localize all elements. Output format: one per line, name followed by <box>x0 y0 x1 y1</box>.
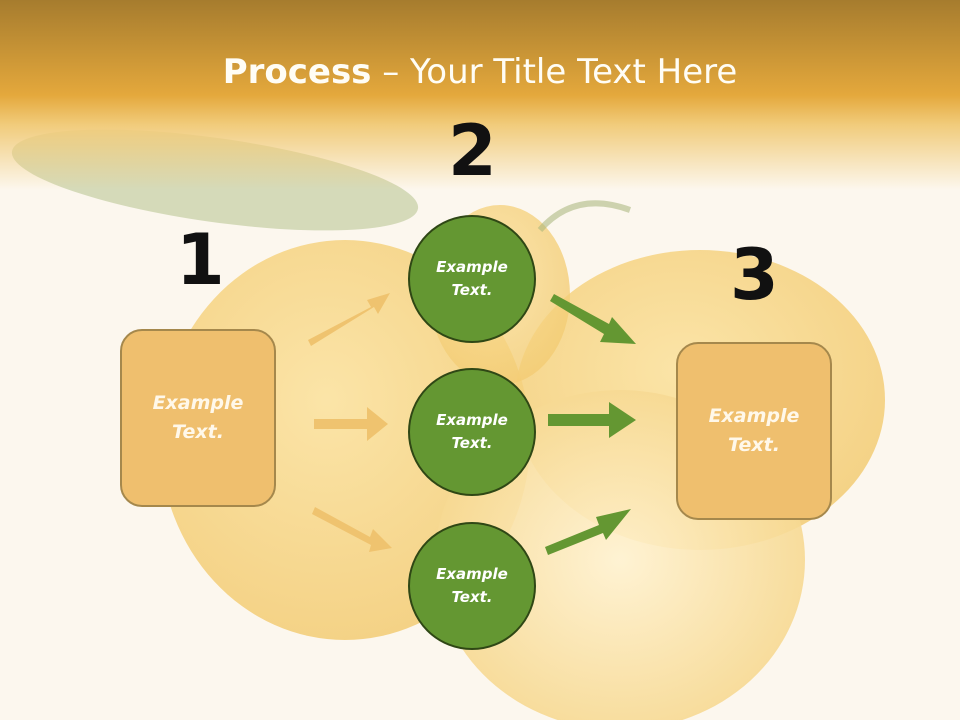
circle-bottom-line2: Text. <box>451 588 493 606</box>
circle-middle-line1: Example <box>436 411 508 429</box>
circle-top-line2: Text. <box>451 281 493 299</box>
right-box-line1: Example <box>708 405 800 427</box>
circle-top-line1: Example <box>436 258 508 276</box>
slide-title: Process – Your Title Text Here <box>0 52 960 92</box>
arrow-icon-right-down <box>545 509 631 555</box>
arrow-icon-left-up <box>308 293 390 346</box>
title-rest: – Your Title Text Here <box>371 52 738 92</box>
header-band <box>0 0 960 190</box>
arrow-icon-right-up <box>550 294 636 344</box>
step-number-3: 3 <box>730 234 779 316</box>
step-number-2: 2 <box>448 110 497 192</box>
arrow-icon-left-down <box>312 507 392 552</box>
circle-bottom-line1: Example <box>436 565 508 583</box>
title-bold: Process <box>222 52 372 92</box>
left-box-line2: Text. <box>172 421 224 443</box>
right-box-line2: Text. <box>728 434 780 456</box>
arrow-icon-right-mid <box>548 402 636 438</box>
step-number-1: 1 <box>176 219 225 301</box>
left-box-line1: Example <box>152 392 244 414</box>
arrow-icon-left-mid <box>314 407 388 441</box>
circle-middle-line2: Text. <box>451 434 493 452</box>
